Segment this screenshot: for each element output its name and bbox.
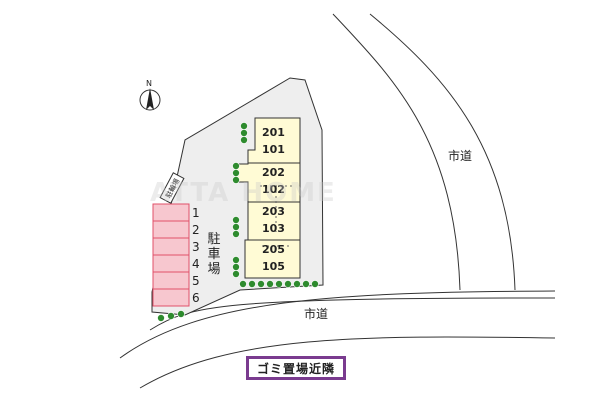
parking-space bbox=[152, 288, 190, 307]
road-bottom-edge-bottom bbox=[139, 336, 556, 389]
tree-icon bbox=[240, 136, 248, 144]
tree-icon bbox=[266, 280, 274, 288]
tree-icon bbox=[232, 216, 240, 224]
tree-icon bbox=[240, 122, 248, 130]
parking-label: 駐車場 bbox=[207, 232, 220, 277]
parking-label-char: 駐 bbox=[207, 232, 220, 247]
tree-icon bbox=[232, 256, 240, 264]
parking-space-number: 3 bbox=[192, 240, 200, 254]
unit-label: 203 bbox=[262, 205, 285, 218]
parking-area: 1 2 3 4 5 6 bbox=[152, 203, 200, 307]
unit-label: 205 bbox=[262, 243, 285, 256]
building: 201 101 202 102 203 103 205 105 bbox=[234, 117, 301, 279]
tree-icon bbox=[232, 169, 240, 177]
building-outline bbox=[234, 117, 301, 279]
parking-space-number: 6 bbox=[192, 291, 200, 305]
tree-icon bbox=[232, 270, 240, 278]
parking-space bbox=[152, 220, 190, 239]
tree-icon bbox=[302, 280, 310, 288]
unit-label: 102 bbox=[262, 183, 285, 196]
north-arrow-icon bbox=[139, 88, 161, 111]
parking-space bbox=[152, 271, 190, 290]
tree-icon bbox=[232, 230, 240, 238]
parking-label-char: 車 bbox=[207, 247, 220, 262]
road-label-right: 市道 bbox=[448, 148, 472, 163]
tree-icon bbox=[177, 310, 185, 318]
tree-icon bbox=[275, 280, 283, 288]
garbage-area-label: ゴミ置場近隣 bbox=[246, 356, 346, 380]
road-right-edge-left bbox=[332, 13, 461, 291]
road-bottom-edge-top2 bbox=[149, 297, 556, 331]
tree-icon bbox=[257, 280, 265, 288]
road-label-bottom: 市道 bbox=[304, 306, 328, 321]
road-right-edge-right bbox=[369, 13, 516, 291]
bicycle-parking bbox=[159, 172, 185, 204]
parking-space bbox=[152, 254, 190, 273]
unit-label: 105 bbox=[262, 260, 285, 273]
tree-icon bbox=[240, 129, 248, 137]
tree-icon bbox=[248, 280, 256, 288]
tree-icon bbox=[232, 162, 240, 170]
parking-space-number: 5 bbox=[192, 274, 200, 288]
trees bbox=[157, 122, 319, 322]
unit-label: 202 bbox=[262, 166, 285, 179]
tree-icon bbox=[157, 314, 165, 322]
parking-space bbox=[152, 203, 190, 222]
tree-icon bbox=[311, 280, 319, 288]
tree-icon bbox=[239, 280, 247, 288]
parking-space-number: 4 bbox=[192, 257, 200, 271]
parking-space bbox=[152, 237, 190, 256]
parking-space-number: 2 bbox=[192, 223, 200, 237]
tree-icon bbox=[293, 280, 301, 288]
tree-icon bbox=[232, 223, 240, 231]
unit-label: 103 bbox=[262, 222, 285, 235]
parking-label-char: 場 bbox=[207, 262, 220, 277]
unit-label: 101 bbox=[262, 143, 285, 156]
tree-icon bbox=[232, 176, 240, 184]
tree-icon bbox=[167, 312, 175, 320]
unit-label: 201 bbox=[262, 126, 285, 139]
road-bottom-edge-top bbox=[119, 290, 556, 359]
tree-icon bbox=[232, 263, 240, 271]
parking-space-number: 1 bbox=[192, 206, 200, 220]
tree-icon bbox=[284, 280, 292, 288]
north-label: N bbox=[146, 79, 152, 88]
